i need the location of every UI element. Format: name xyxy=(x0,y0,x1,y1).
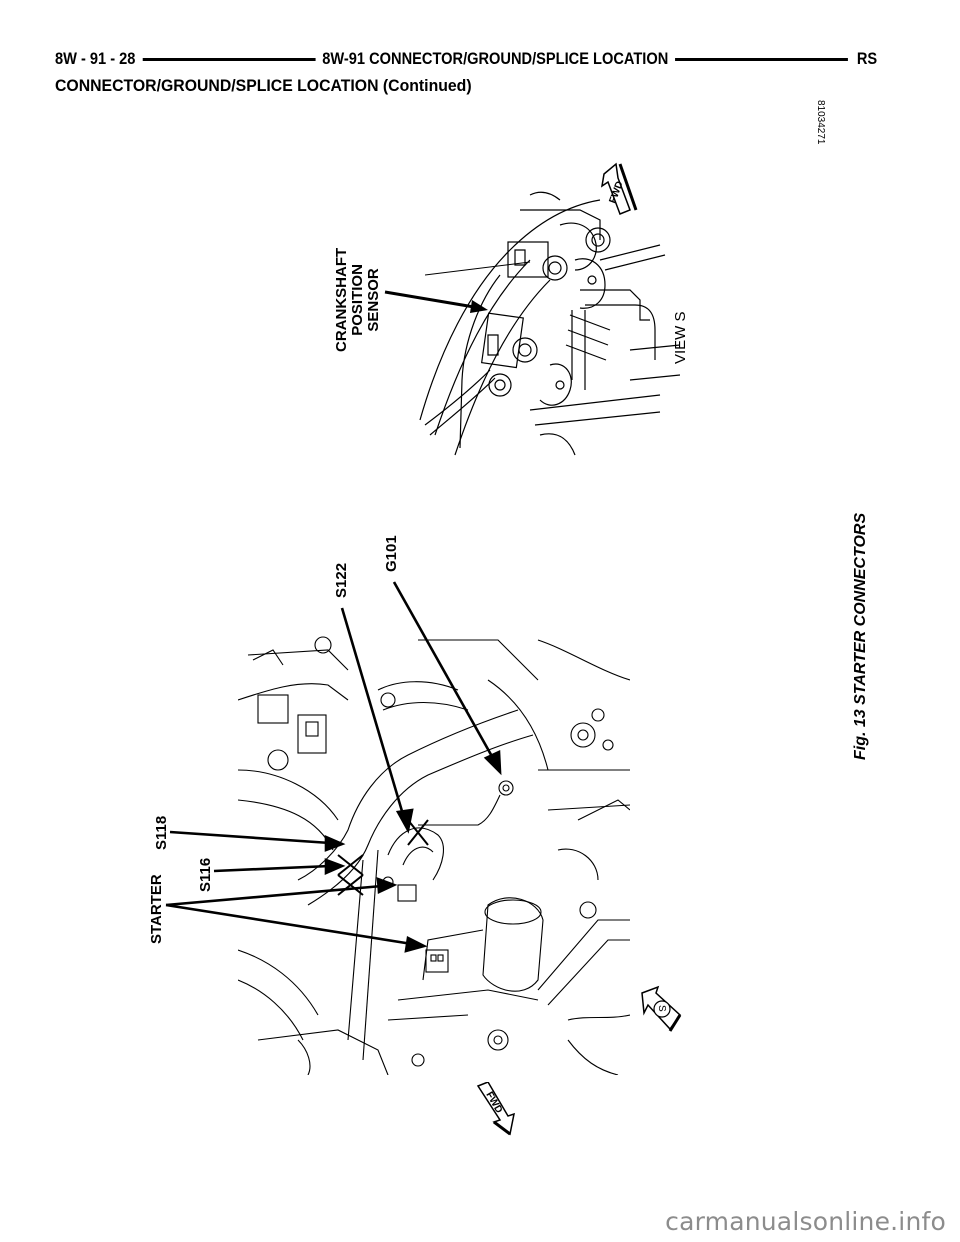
page-reference: 8W - 91 - 28 xyxy=(55,49,136,68)
view-s-marker-icon: S xyxy=(641,985,682,1032)
page-subtitle: CONNECTOR/GROUND/SPLICE LOCATION (Contin… xyxy=(55,76,472,95)
header-rule xyxy=(142,57,316,61)
callout-arrow xyxy=(384,290,488,313)
header-rule xyxy=(675,57,849,61)
model-code: RS xyxy=(856,49,878,68)
fwd-arrow-icon: FWD xyxy=(476,1082,515,1136)
view-s-drawing xyxy=(419,191,680,456)
fwd-arrow-icon: FWD xyxy=(600,162,638,215)
fwd-arrow-label: FWD xyxy=(483,1090,504,1115)
view-marker-label: S xyxy=(656,1005,667,1012)
watermark: carmanualsonline.info xyxy=(665,1207,946,1236)
page-header: 8W - 91 - 28 8W-91 CONNECTOR/GROUND/SPLI… xyxy=(55,46,877,72)
leader-line xyxy=(425,261,531,276)
main-engine-drawing xyxy=(238,636,630,1075)
section-title: 8W-91 CONNECTOR/GROUND/SPLICE LOCATION xyxy=(322,49,669,68)
